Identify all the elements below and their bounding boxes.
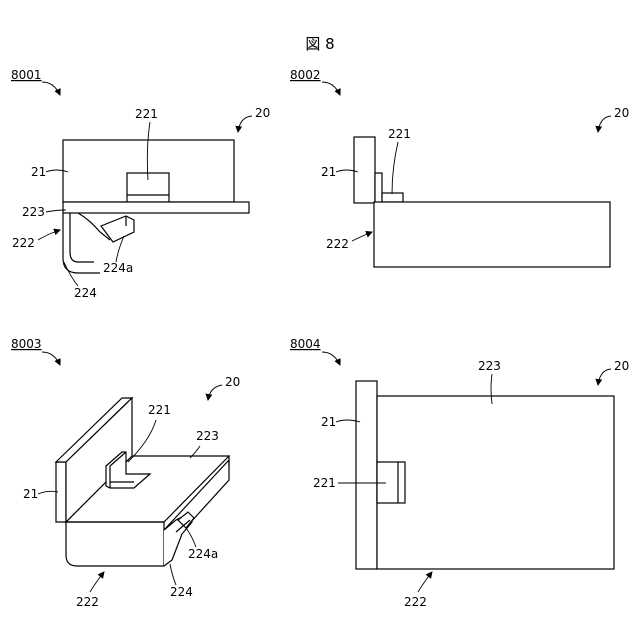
ref-222: 222	[404, 595, 427, 609]
ref-222: 222	[12, 236, 35, 250]
figure-title: 図 8	[305, 35, 334, 53]
view-label-8002: 8002	[290, 68, 321, 82]
ref-20: 20	[255, 106, 270, 120]
leader-221	[392, 142, 398, 194]
view-arrow-8001	[42, 82, 60, 95]
leader-224	[64, 262, 78, 286]
claw-224a	[101, 216, 134, 242]
ref-224a: 224a	[103, 261, 133, 275]
leader-224a	[186, 528, 196, 547]
body-21	[354, 137, 375, 203]
view-label-8003: 8003	[11, 337, 42, 351]
ref-21: 21	[23, 487, 38, 501]
ref-222: 222	[326, 237, 349, 251]
plate-223	[377, 396, 614, 569]
arm-222-inner	[70, 213, 94, 262]
ref-21: 21	[321, 165, 336, 179]
view-label-8004: 8004	[290, 337, 321, 351]
view-label-8001: 8001	[11, 68, 42, 82]
ref-223: 223	[22, 205, 45, 219]
box-222-front	[66, 522, 164, 566]
ref-21: 21	[321, 415, 336, 429]
wall-21	[356, 381, 377, 569]
plate-223	[63, 202, 249, 213]
body-222	[374, 202, 610, 267]
view-arrow-8004	[322, 352, 340, 365]
view-8002: 8002 20 221 21 222	[290, 68, 629, 267]
ref-224a: 224a	[188, 547, 218, 561]
ref-221: 221	[135, 107, 158, 121]
ref-223: 223	[478, 359, 501, 373]
leader-21	[38, 491, 58, 494]
ref-224: 224	[170, 585, 193, 599]
view-8001: 8001 20 221 21 223 222 224a 224	[11, 68, 270, 300]
leader-222	[38, 230, 60, 240]
view-8003: 8003 20 221 223 21 224a 224	[11, 337, 240, 609]
part-221	[377, 462, 405, 503]
ref-221: 221	[148, 403, 171, 417]
arm-222	[63, 213, 100, 273]
leader-222	[352, 232, 372, 241]
ref-223: 223	[196, 429, 219, 443]
leader-222	[418, 572, 432, 592]
ref-224: 224	[74, 286, 97, 300]
leader-20	[208, 385, 222, 400]
ref-20: 20	[225, 375, 240, 389]
leader-20	[598, 369, 611, 385]
body-21-step	[375, 173, 382, 203]
leader-223	[491, 374, 492, 404]
leader-20	[598, 116, 611, 132]
view-8004: 8004 20 223 21 221 222	[290, 337, 629, 609]
leader-222	[90, 572, 104, 592]
view-arrow-8002	[322, 82, 340, 95]
ref-20: 20	[614, 106, 629, 120]
ref-221: 221	[388, 127, 411, 141]
ref-20: 20	[614, 359, 629, 373]
leader-224	[170, 564, 176, 585]
view-arrow-8003	[42, 352, 60, 365]
leader-20	[238, 116, 252, 132]
part-221	[382, 193, 403, 202]
ref-222: 222	[76, 595, 99, 609]
ref-21: 21	[31, 165, 46, 179]
ref-221: 221	[313, 476, 336, 490]
